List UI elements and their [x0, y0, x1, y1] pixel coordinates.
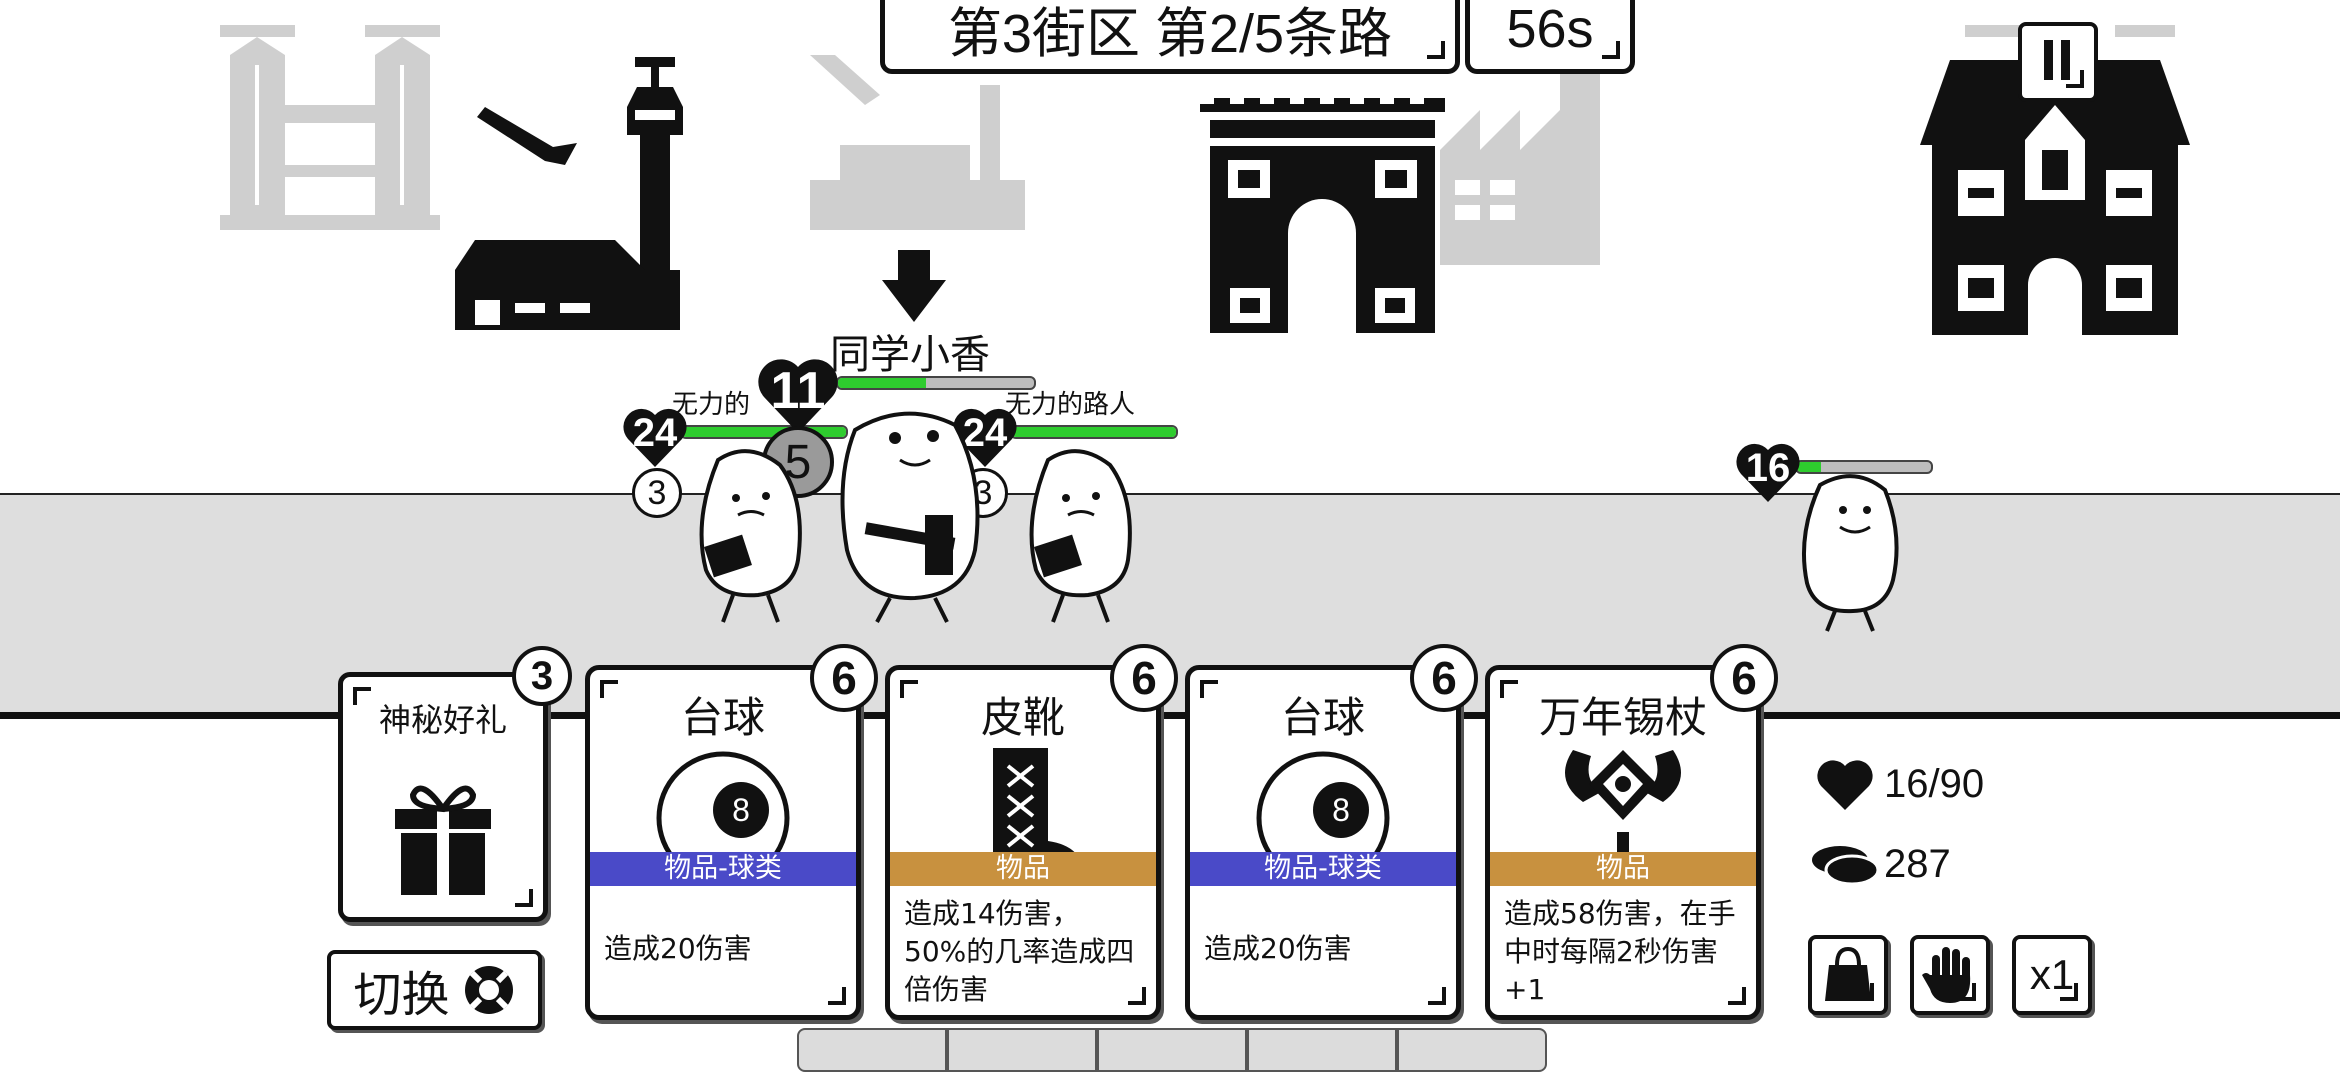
factory-silhouette	[810, 55, 1025, 230]
player-hp-badge: 16	[1735, 440, 1801, 506]
heart-icon	[758, 359, 838, 433]
gift-icon	[395, 785, 491, 897]
hand-icon	[1922, 947, 1971, 1003]
enemy-health-bar	[1010, 425, 1178, 439]
enemy-name-label: 无力的	[672, 390, 751, 420]
side-card-cost: 3	[512, 646, 572, 706]
switch-label: 切换	[353, 967, 450, 1023]
timer-display: 56s	[1465, 0, 1635, 74]
gate-building-silhouette	[1965, 25, 2175, 37]
health-stat: 16/90	[1884, 762, 1985, 806]
card-description: 造成58伤害，在手中时每隔2秒伤害+1	[1504, 897, 1736, 1006]
target-hp-badge: 11	[757, 355, 839, 437]
hand-button[interactable]	[1910, 935, 1990, 1015]
pause-button[interactable]	[2018, 22, 2098, 102]
factory-silhouette	[1440, 60, 1600, 265]
card-category: 物品	[1490, 852, 1756, 886]
heart-icon	[1736, 443, 1800, 502]
target-name-label: 同学小香	[830, 332, 990, 378]
svg-text:8: 8	[732, 792, 750, 828]
heart-icon	[1817, 760, 1873, 810]
card-category: 物品-球类	[1190, 852, 1456, 886]
hand-card[interactable]: 台球 6 8 物品-球类 造成20伤害	[1185, 644, 1478, 1020]
enemy-health-fill	[682, 427, 846, 437]
target-health-fill	[838, 378, 927, 388]
heart-icon	[953, 408, 1017, 467]
heart-icon	[623, 408, 687, 467]
shopping-bag-icon	[1825, 947, 1871, 1001]
enemy-hp-badge: 24	[952, 405, 1018, 471]
coins-icon	[1812, 846, 1880, 886]
gate-building-silhouette	[220, 25, 440, 230]
side-card-title: 神秘好礼	[378, 701, 507, 739]
svg-text:8: 8	[1332, 792, 1350, 828]
card-title: 台球	[680, 693, 765, 742]
lifebuoy-icon	[464, 966, 513, 1014]
enemy-character[interactable]	[688, 440, 808, 625]
enemy-character[interactable]	[1018, 440, 1138, 625]
bag-button[interactable]	[1808, 935, 1888, 1015]
deck-slot	[1097, 1028, 1247, 1072]
enemy-health-fill	[1012, 427, 1176, 437]
coins-stat: 287	[1884, 842, 1951, 886]
hand-card[interactable]: 万年锡杖 6 物品 造成58伤害，在手中时每隔2秒伤害+1	[1485, 644, 1778, 1020]
enemy-name-label: 无力的路人	[1005, 390, 1136, 420]
billiard-ball-8-icon: 8	[1256, 751, 1390, 885]
card-cost: 6	[1710, 644, 1778, 712]
speed-label: x1	[2029, 951, 2075, 998]
card-description: 造成20伤害	[604, 932, 752, 965]
player-health-bar	[1795, 460, 1933, 474]
hand-card[interactable]: 台球 6 8 物品-球类 造成20伤害	[585, 644, 878, 1020]
deck-slot	[947, 1028, 1097, 1072]
location-text: 第3街区 第2/5条路	[947, 4, 1393, 64]
player-health-fill	[1797, 462, 1822, 472]
card-category: 物品	[890, 852, 1156, 886]
target-character[interactable]	[835, 400, 985, 625]
hand-card[interactable]: 皮靴 6 物品 造成14伤害， 50%的几率造成四倍伤害	[885, 644, 1178, 1020]
target-health-bar	[836, 376, 1036, 390]
enemy-attack-badge: 3	[632, 468, 682, 518]
card-cost: 6	[1410, 644, 1478, 712]
card-category: 物品-球类	[590, 852, 856, 886]
card-title: 万年锡杖	[1538, 693, 1707, 742]
card-cost: 6	[1110, 644, 1178, 712]
card-description: 造成14伤害， 50%的几率造成四倍伤害	[904, 897, 1135, 1006]
deck-slot	[797, 1028, 947, 1072]
billiard-ball-8-icon: 8	[656, 751, 790, 885]
pause-icon	[2044, 40, 2072, 80]
speed-button[interactable]: x1	[2012, 935, 2092, 1015]
player-character	[1802, 474, 1899, 632]
timer-text: 56s	[1506, 0, 1594, 59]
deck-slot	[1397, 1028, 1547, 1072]
card-cost: 6	[810, 644, 878, 712]
home-house-icon	[1920, 60, 2190, 335]
deck-slot	[1247, 1028, 1397, 1072]
enemy-hp-badge: 24	[622, 405, 688, 471]
triumphal-arch-icon	[1200, 98, 1445, 333]
airport-building-icon	[455, 57, 683, 330]
target-arrow-icon	[882, 250, 946, 322]
card-title: 皮靴	[980, 693, 1065, 742]
card-title: 台球	[1280, 693, 1365, 742]
side-card-mystery-gift[interactable]: 神秘好礼	[338, 672, 548, 922]
boot-icon	[993, 748, 1085, 882]
switch-button[interactable]: 切换	[327, 950, 542, 1030]
location-indicator: 第3街区 第2/5条路	[880, 0, 1460, 74]
card-description: 造成20伤害	[1204, 932, 1352, 965]
